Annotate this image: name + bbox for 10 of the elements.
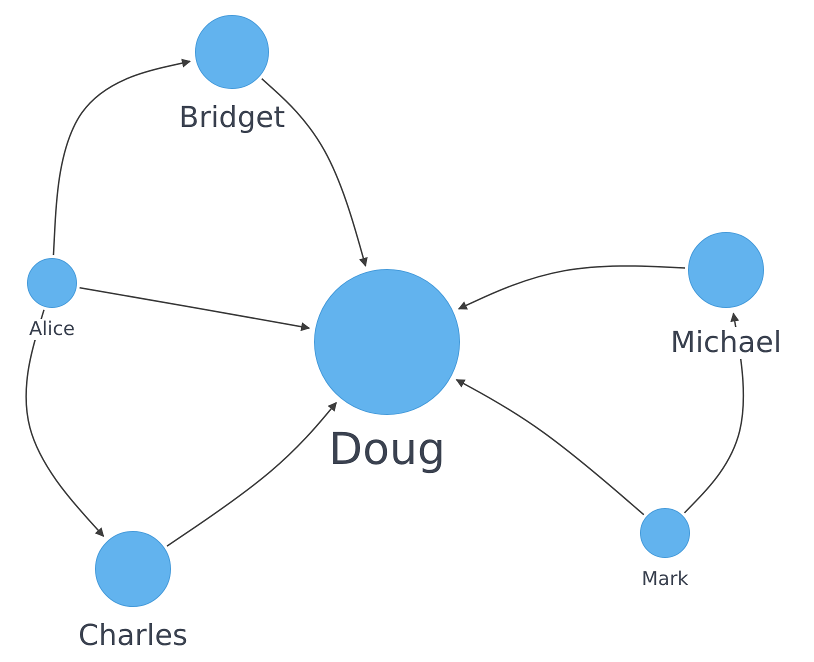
arrow <box>79 287 310 332</box>
arrow <box>52 58 191 256</box>
node-label: Michael <box>670 327 782 359</box>
arrow <box>166 402 337 547</box>
arrow <box>458 265 686 310</box>
node-label: Bridget <box>179 102 285 134</box>
node-label: Alice <box>29 319 75 340</box>
arrow <box>456 379 644 516</box>
arrow <box>25 310 104 537</box>
arrow <box>261 78 368 267</box>
